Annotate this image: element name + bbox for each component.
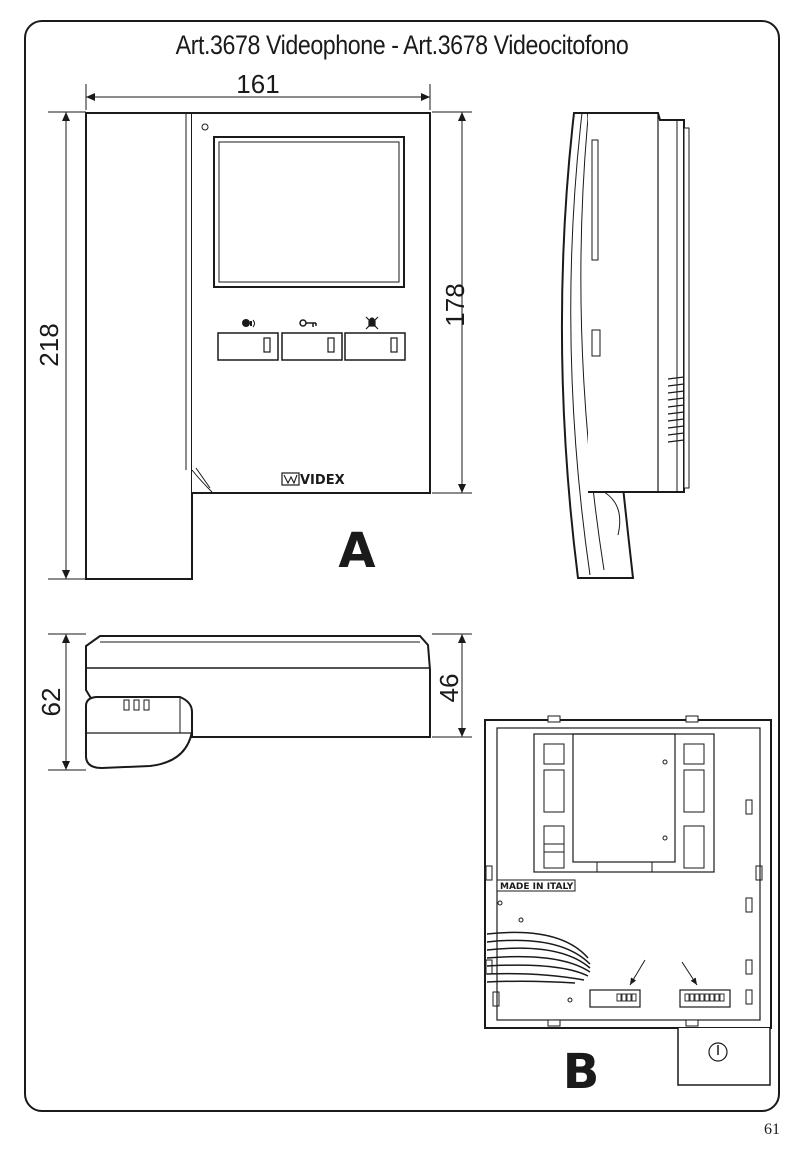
side-view — [560, 112, 690, 579]
monitor-depth-dim-label: 46 — [434, 674, 464, 703]
front-view: 161 218 178 — [34, 69, 472, 580]
videx-logo: VIDEX — [281, 472, 345, 488]
front-buttons — [217, 316, 406, 361]
dip-switch-left[interactable] — [589, 989, 641, 1008]
top-view: 62 46 — [36, 633, 472, 771]
depth-dimension: 62 — [36, 633, 86, 771]
handset — [85, 112, 193, 580]
speech-button[interactable] — [217, 332, 279, 361]
view-label-b: B — [563, 1044, 600, 1100]
back-speaker-grille — [486, 931, 591, 984]
back-view: MADE IN ITALY — [484, 715, 772, 1100]
mute-icon — [365, 316, 379, 330]
view-label-a: A — [338, 523, 375, 579]
power-led — [201, 123, 209, 131]
made-in-label: MADE IN ITALY — [500, 882, 574, 892]
monitor-height-dim-label: 178 — [440, 283, 470, 326]
key-icon — [299, 319, 317, 327]
page-frame — [24, 20, 780, 1112]
page-title: Art.3678 Videophone - Art.3678 Videocito… — [175, 30, 629, 60]
page-number: 61 — [764, 1121, 780, 1138]
width-dim-label: 161 — [236, 69, 279, 99]
brand-label: VIDEX — [300, 473, 345, 488]
monitor-depth-dimension: 46 — [432, 633, 472, 738]
speech-icon — [242, 319, 255, 328]
door-release-button[interactable] — [281, 332, 343, 361]
height-dimension: 218 — [34, 111, 86, 580]
width-dimension: 161 — [85, 69, 431, 110]
depth-dim-label: 62 — [36, 688, 66, 717]
mute-button[interactable] — [344, 332, 406, 361]
monitor-height-dimension: 178 — [432, 111, 472, 494]
speaker-grille — [667, 376, 685, 443]
video-screen — [213, 136, 405, 288]
dip-switch-right[interactable] — [679, 989, 731, 1008]
height-dim-label: 218 — [34, 323, 64, 366]
